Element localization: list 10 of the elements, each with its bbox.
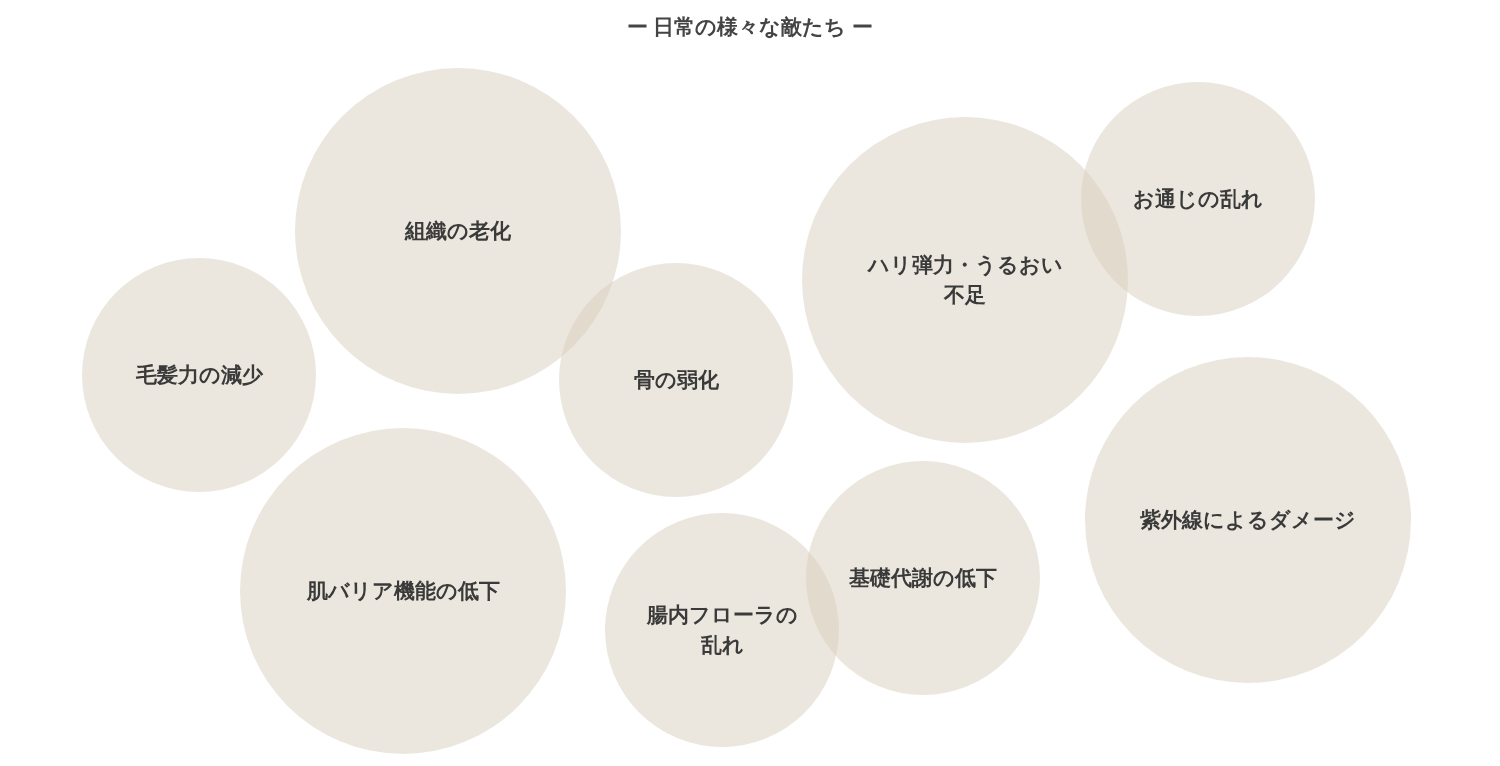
bubble-label: 紫外線によるダメージ bbox=[1140, 507, 1356, 533]
diagram-title: ー 日常の様々な敵たち ー bbox=[626, 14, 874, 41]
bubble-label: 組織の老化 bbox=[405, 218, 511, 244]
bubble-label: 骨の弱化 bbox=[633, 367, 719, 393]
bubble-label: 毛髪力の減少 bbox=[135, 362, 263, 388]
bubble-label: 肌バリア機能の低下 bbox=[306, 578, 500, 604]
bubble-label: ハリ弾力・うるおい不足 bbox=[866, 252, 1064, 308]
bubble-label: 基礎代謝の低下 bbox=[849, 565, 997, 591]
bubble-label: お通じの乱れ bbox=[1133, 186, 1263, 212]
bubble-label: 腸内フローラの乱れ bbox=[645, 602, 799, 658]
